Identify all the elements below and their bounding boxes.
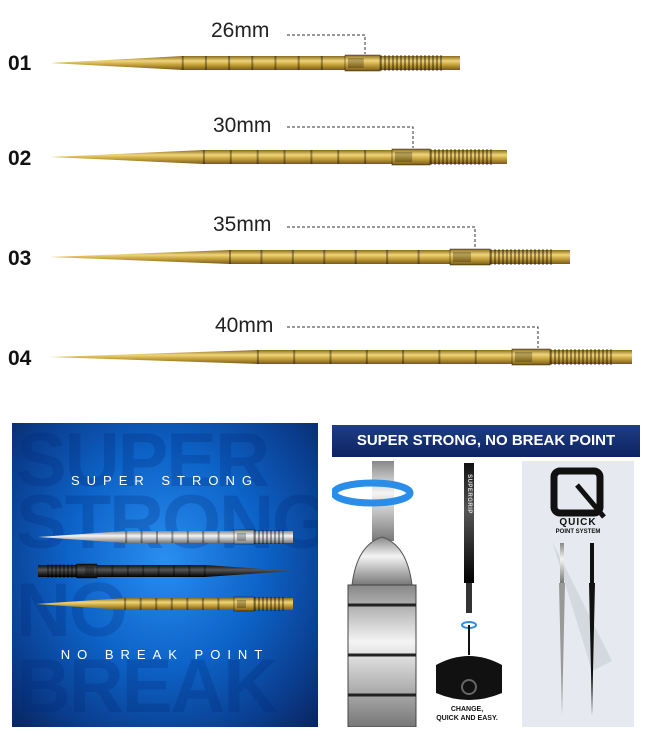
rotate-arrow-icon — [332, 479, 414, 507]
dart-point — [38, 529, 293, 545]
length-label: 26mm — [211, 19, 270, 42]
quick-point-logo-area: QUICK POINT SYSTEM — [522, 461, 634, 727]
watermark: SUPER — [16, 423, 270, 503]
caption: CHANGE, QUICK AND EASY. — [422, 705, 512, 723]
dart-point — [36, 596, 293, 612]
dart-point — [50, 148, 507, 166]
quick-point-panel: SUPER STRONG, NO BREAK POINT SUPERGRIP C… — [332, 425, 640, 727]
caption-line: QUICK AND EASY. — [436, 715, 498, 722]
logo-title: QUICK — [559, 517, 597, 528]
length-dimension-line — [287, 326, 539, 348]
point-tool — [436, 656, 502, 700]
length-label: 40mm — [215, 314, 274, 337]
dart-point — [50, 54, 460, 72]
dart-point — [50, 248, 570, 266]
length-dimension-line — [287, 34, 366, 54]
dart-barrel — [464, 463, 474, 583]
watermark: NO BREAK — [16, 568, 278, 727]
point-number: 04 — [8, 347, 32, 370]
logo-subtitle: POINT SYSTEM — [555, 529, 601, 535]
super-strong-panel: SUPER STRONG NO BREAK SUPER STRONG NO BR… — [12, 423, 318, 727]
no-break-point-text: NO BREAK POINT — [60, 647, 270, 662]
barrel-illustration — [332, 461, 502, 727]
length-label: 35mm — [213, 213, 272, 236]
length-dimension-line — [287, 126, 414, 148]
dart-points-illustration — [50, 34, 632, 366]
watermark: STRONG — [16, 480, 318, 565]
q-logo-icon — [550, 467, 612, 716]
point-number: 02 — [8, 147, 32, 170]
banner: SUPER STRONG, NO BREAK POINT — [332, 425, 640, 457]
length-label: 30mm — [213, 114, 272, 137]
length-dimension-line — [287, 226, 476, 248]
caption-line: CHANGE, — [450, 706, 484, 713]
point-number: 03 — [8, 247, 32, 270]
super-strong-text: SUPER STRONG — [70, 473, 259, 488]
point-number: 01 — [8, 52, 32, 75]
colored-points — [36, 529, 293, 612]
dart-point — [50, 348, 632, 366]
barrel-text: SUPERGRIP — [466, 474, 472, 514]
dart-point — [38, 563, 293, 579]
